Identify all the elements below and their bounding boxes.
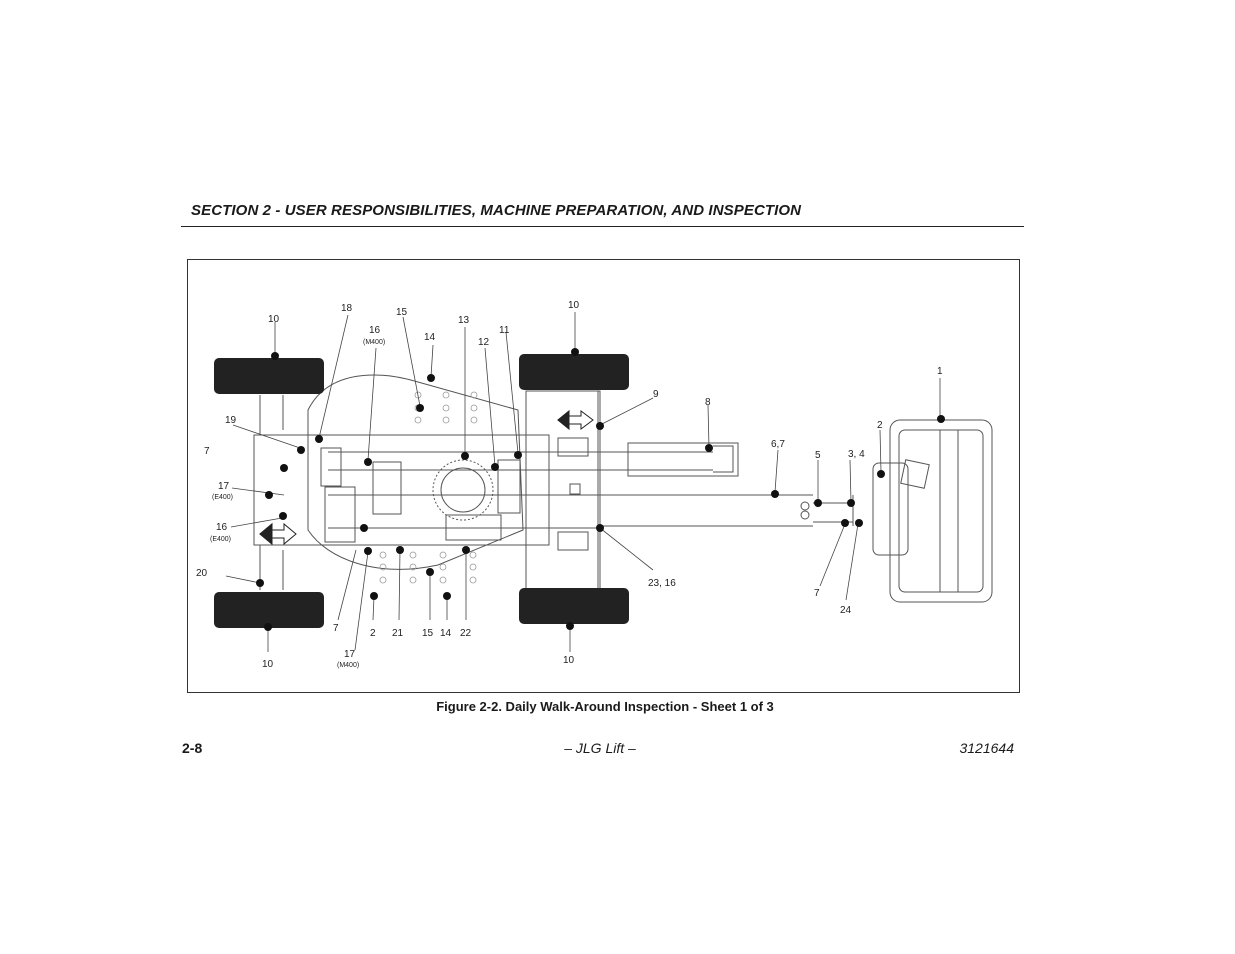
point-15-lower (426, 568, 434, 576)
header-rule (181, 226, 1024, 227)
tire-rear-left (519, 354, 629, 390)
callout-15: 15 (396, 307, 408, 318)
callout-7: 7 (333, 623, 339, 634)
callout-12: 12 (478, 337, 490, 348)
callout-14: 14 (440, 628, 452, 639)
callout-5: 5 (815, 450, 821, 461)
point-19 (297, 446, 305, 454)
point-24 (855, 519, 863, 527)
point-2-platform (877, 470, 885, 478)
callout-6-7: 6,7 (771, 439, 785, 450)
callout-2: 2 (877, 420, 883, 431)
callout-22: 22 (460, 628, 472, 639)
point-23-16 (596, 524, 604, 532)
point-7-chassis (280, 464, 288, 472)
point-22 (462, 546, 470, 554)
callout-7: 7 (204, 446, 210, 457)
callout-10: 10 (268, 314, 280, 325)
point-6-7 (771, 490, 779, 498)
point-21 (396, 546, 404, 554)
point-10-rear-right (566, 622, 574, 630)
point-8 (705, 444, 713, 452)
point-11 (514, 451, 522, 459)
callout-2: 2 (370, 628, 376, 639)
callout-16: 16 (216, 522, 228, 533)
point-16-e400 (279, 512, 287, 520)
tire-front-right (214, 592, 324, 628)
direction-arrow-icon (259, 409, 594, 546)
callout-24: 24 (840, 605, 852, 616)
point-14 (427, 374, 435, 382)
page-number: 2-8 (182, 740, 203, 756)
callout-17: 17 (344, 649, 356, 660)
point-15 (416, 404, 424, 412)
footer-brand: – JLG Lift – (564, 740, 636, 756)
callout-17: 17 (218, 481, 230, 492)
point-7-platform (841, 519, 849, 527)
point-10-front-left (271, 352, 279, 360)
callout-11: 11 (499, 325, 510, 336)
point-18 (315, 435, 323, 443)
callout-23-16: 23, 16 (648, 578, 676, 589)
tire-front-left (214, 358, 324, 394)
point-10-rear-left (571, 348, 579, 356)
point-5 (814, 499, 822, 507)
point-14-lower (443, 592, 451, 600)
callout-21: 21 (392, 628, 404, 639)
point-17-e400 (265, 491, 273, 499)
callout-m400: (M400) (363, 339, 385, 346)
callout-10: 10 (568, 300, 580, 311)
callout-9: 9 (653, 389, 659, 400)
vent-grid (379, 391, 478, 584)
callout-20: 20 (196, 568, 208, 579)
slew-ring (432, 459, 494, 521)
tire-rear-right (519, 588, 629, 624)
callout-13: 13 (458, 315, 470, 326)
point-10-front-right (264, 623, 272, 631)
callout-15: 15 (422, 628, 434, 639)
turntable-frame (253, 434, 550, 546)
control-box (872, 462, 909, 556)
document-number: 3121644 (959, 740, 1014, 756)
point-7-lower (364, 547, 372, 555)
point-12 (491, 463, 499, 471)
chassis-outline (307, 374, 524, 570)
inspection-points (256, 348, 945, 631)
point-13 (461, 452, 469, 460)
callout-1: 1 (937, 366, 943, 377)
point-16-m400 (364, 458, 372, 466)
callout-10: 10 (563, 655, 575, 666)
callout-19: 19 (225, 415, 237, 426)
point-20 (256, 579, 264, 587)
callout-10: 10 (262, 659, 274, 670)
figure-caption: Figure 2-2. Daily Walk-Around Inspection… (436, 699, 774, 714)
callout-labels: 10 18 16 (M400) 15 14 13 12 11 10 9 8 6,… (196, 300, 943, 670)
platform-outline (889, 419, 993, 603)
section-title: SECTION 2 - USER RESPONSIBILITIES, MACHI… (191, 202, 802, 219)
inspection-figure: 10 18 16 (M400) 15 14 13 12 11 10 9 8 6,… (187, 259, 1020, 693)
machine-diagram: 10 18 16 (M400) 15 14 13 12 11 10 9 8 6,… (196, 300, 993, 670)
callout-18: 18 (341, 303, 353, 314)
callout-8: 8 (705, 397, 711, 408)
callout-16: 16 (369, 325, 381, 336)
point-9 (596, 422, 604, 430)
point-2-lower (370, 592, 378, 600)
point-1 (937, 415, 945, 423)
point-17-m400 (360, 524, 368, 532)
callout-e400: (E400) (212, 494, 233, 501)
callout-m400: (M400) (337, 662, 359, 669)
callout-7: 7 (814, 588, 820, 599)
callout-3-4: 3, 4 (848, 449, 865, 460)
point-3-4 (847, 499, 855, 507)
callout-e400: (E400) (210, 536, 231, 543)
callout-14: 14 (424, 332, 436, 343)
